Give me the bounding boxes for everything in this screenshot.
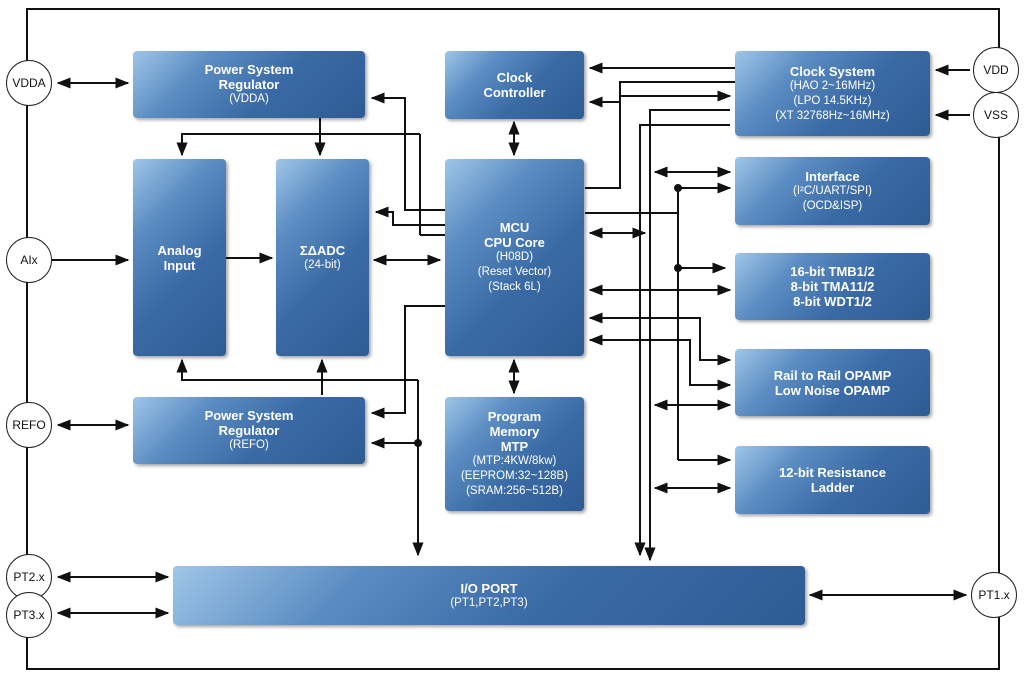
adc-block: ΣΔADC (24-bit) [276, 159, 369, 356]
program-memory-block: Program Memory MTP (MTP:4KW/8kw) (EEPROM… [445, 397, 584, 511]
block-title: MCU CPU Core [484, 220, 545, 250]
block-title: Power System Regulator [204, 62, 294, 92]
block-title: Power System Regulator [204, 408, 294, 438]
block-title: Rail to Rail OPAMP Low Noise OPAMP [773, 367, 892, 398]
resistance-ladder-block: 12-bit Resistance Ladder [735, 446, 930, 514]
clock-controller-block: Clock Controller [445, 51, 584, 119]
pin-pt1: PT1.x [971, 572, 1017, 618]
block-title: Analog Input [157, 242, 202, 273]
clock-system-block: Clock System (HAO 2~16MHz) (LPO 14.5KHz)… [735, 51, 930, 136]
io-port-block: I/O PORT (PT1,PT2,PT3) [173, 566, 805, 625]
pin-refo: REFO [6, 402, 52, 448]
pin-pt3: PT3.x [6, 592, 52, 638]
pin-vdda: VDDA [6, 60, 52, 106]
power-system-regulator-refo-block: Power System Regulator (REFO) [133, 397, 365, 464]
block-subtitle: (MTP:4KW/8kw) (EEPROM:32~128B) (SRAM:256… [460, 455, 569, 497]
pin-vdd: VDD [973, 47, 1019, 93]
opamp-block: Rail to Rail OPAMP Low Noise OPAMP [735, 349, 930, 416]
block-title: ΣΔADC [299, 242, 346, 258]
power-system-regulator-vdda-block: Power System Regulator (VDDA) [133, 51, 365, 118]
block-title: 12-bit Resistance Ladder [779, 465, 886, 495]
mcu-cpu-core-block: MCU CPU Core (H08D) (Reset Vector) (Stac… [445, 159, 584, 356]
block-subtitle: (H08D) (Reset Vector) (Stack 6L) [477, 251, 552, 293]
block-subtitle: (I²C/UART/SPI) (OCD&ISP) [792, 184, 872, 212]
block-subtitle: (PT1,PT2,PT3) [450, 596, 528, 609]
chip-boundary [26, 8, 1000, 670]
block-title: Program Memory MTP [487, 409, 542, 454]
block-subtitle: (REFO) [229, 439, 269, 451]
block-subtitle: (24-bit) [304, 258, 341, 271]
timers-block: 16-bit TMB1/2 8-bit TMA11/2 8-bit WDT1/2 [735, 253, 930, 320]
block-title: 16-bit TMB1/2 8-bit TMA11/2 8-bit WDT1/2 [790, 264, 875, 309]
pin-vss: VSS [973, 92, 1019, 138]
pin-aix: AIx [6, 237, 52, 283]
block-title: Clock System [789, 63, 876, 79]
analog-input-block: Analog Input [133, 159, 226, 356]
interface-block: Interface (I²C/UART/SPI) (OCD&ISP) [735, 157, 930, 225]
block-title: Interface [805, 168, 860, 184]
block-title: Clock Controller [483, 70, 546, 100]
block-subtitle: (HAO 2~16MHz) (LPO 14.5KHz) (XT 32768Hz~… [775, 79, 890, 122]
block-subtitle: (VDDA) [229, 93, 269, 105]
block-title: I/O PORT [460, 580, 518, 596]
